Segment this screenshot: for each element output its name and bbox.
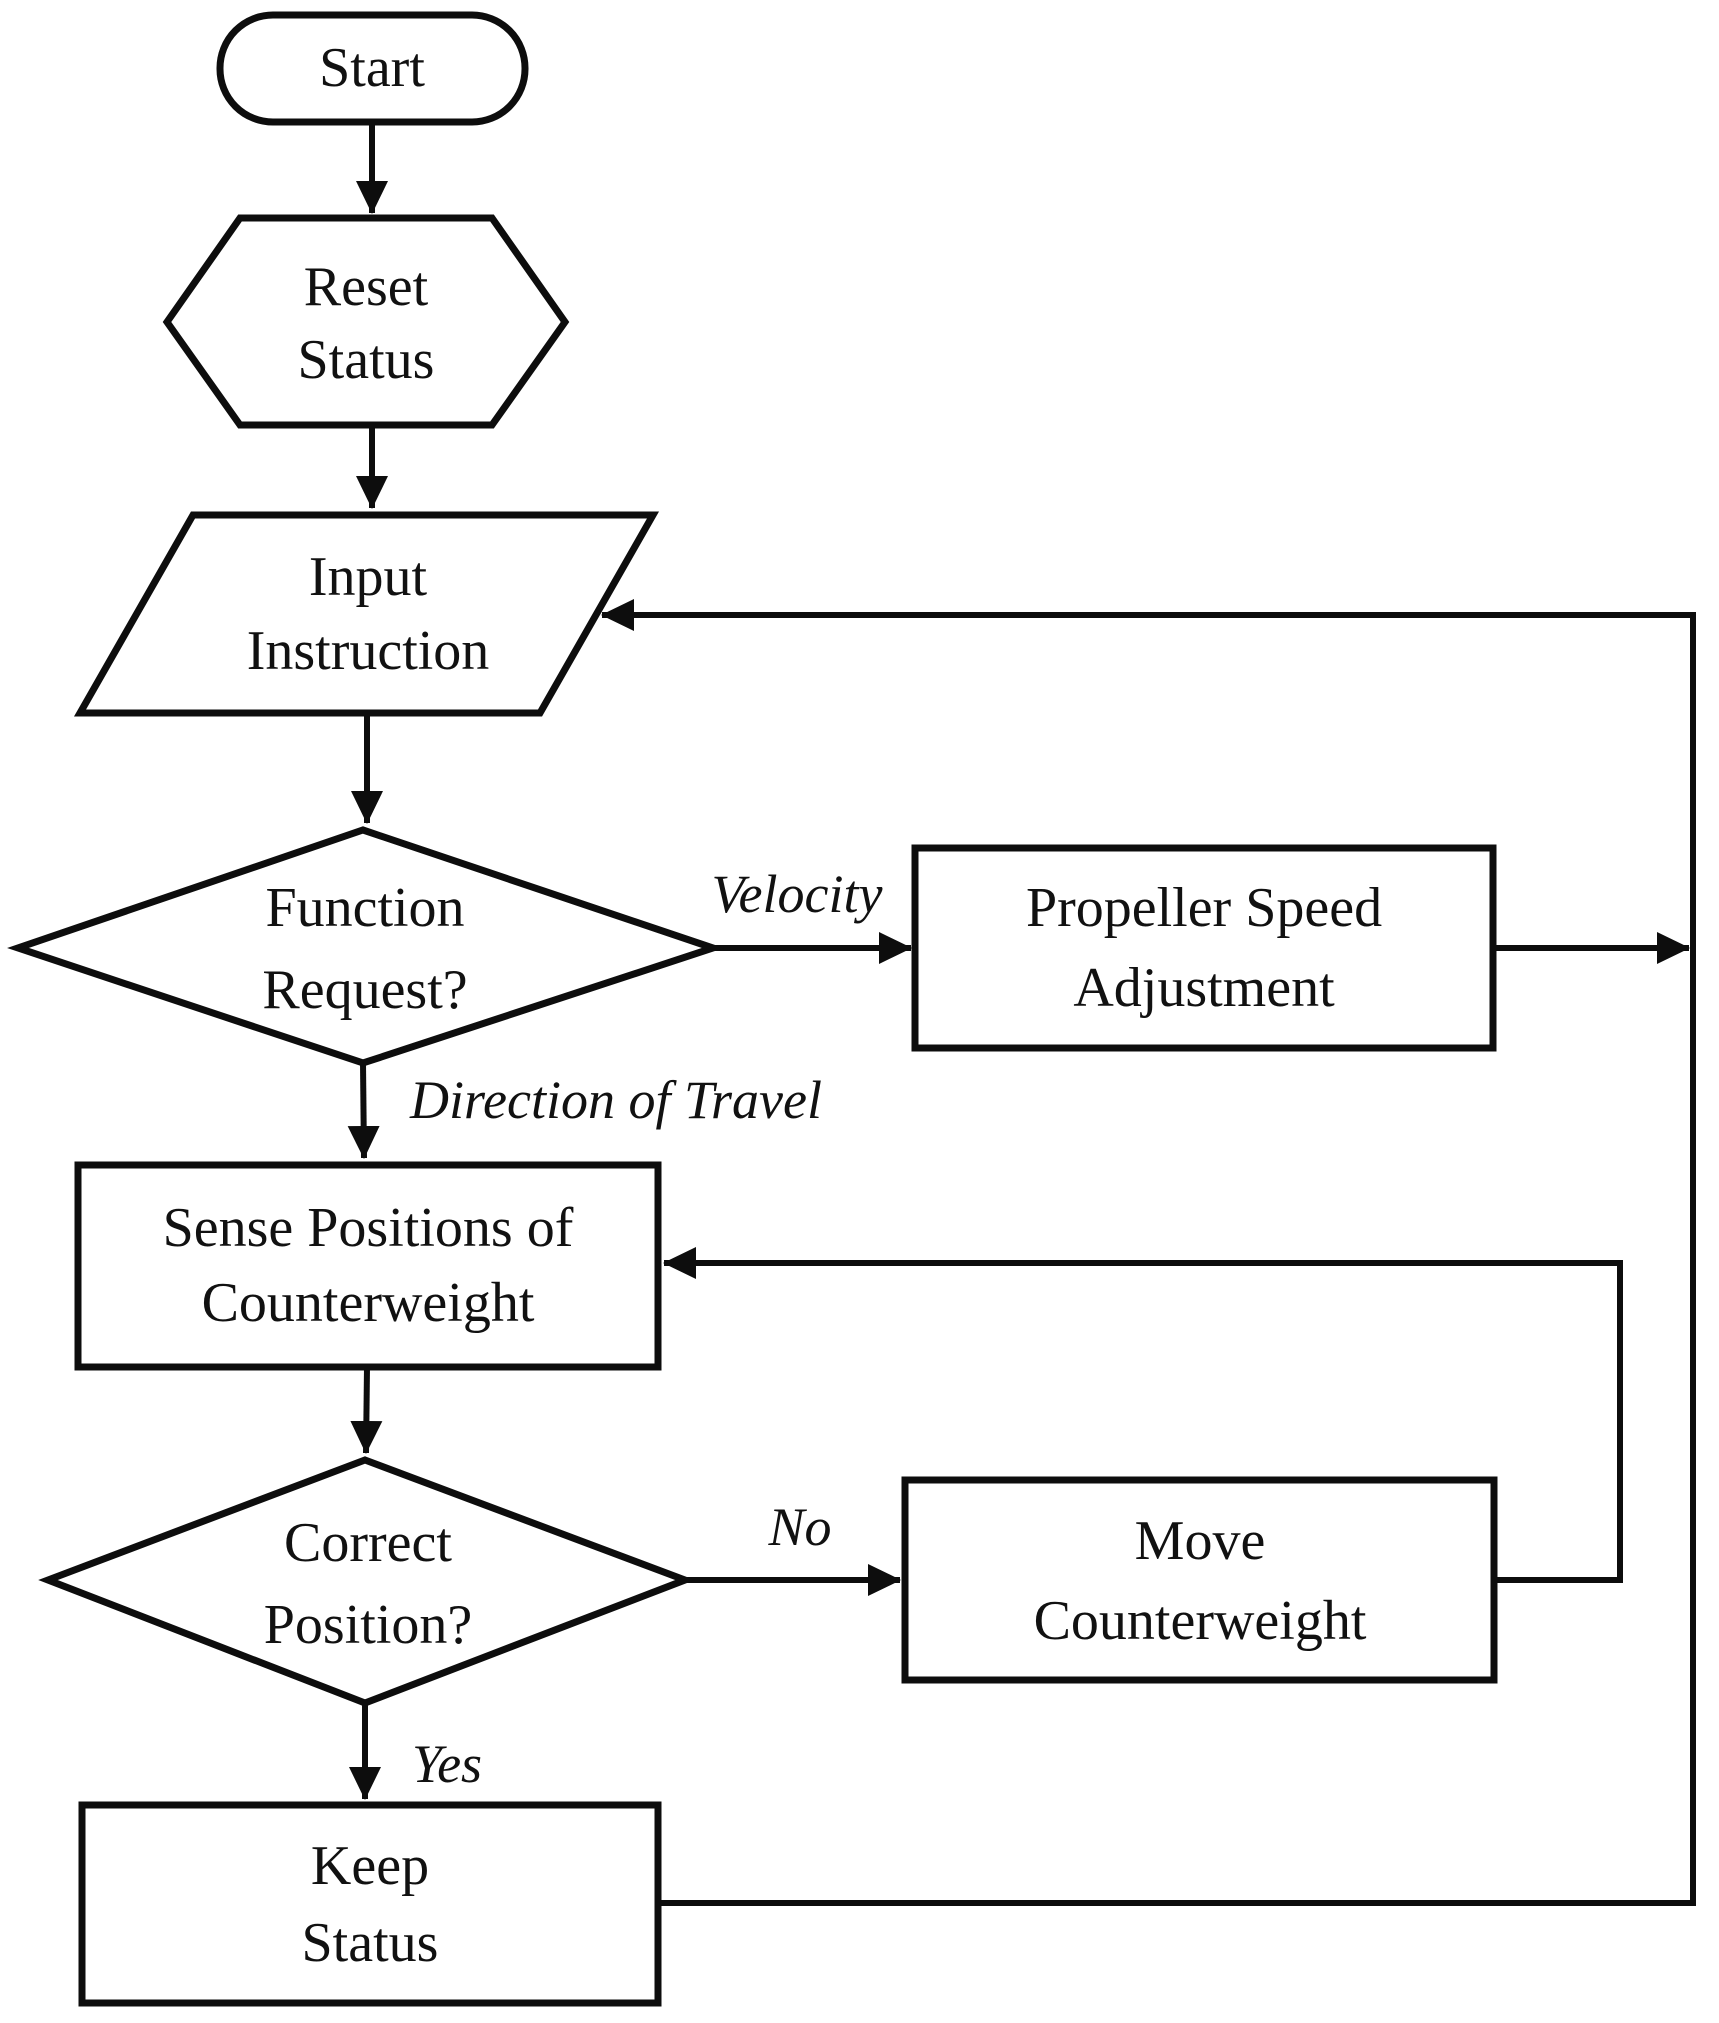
correct-position-diamond — [38, 1456, 695, 1707]
sense-positions-label-line1: Sense Positions of — [163, 1197, 574, 1259]
propeller-speed-label-line2: Adjustment — [1073, 957, 1335, 1019]
correct-position-label-line1: Correct — [284, 1512, 452, 1574]
function-request-label-line1: Function — [265, 877, 464, 939]
move-counterweight-label-line2: Counterweight — [1034, 1590, 1367, 1652]
label-no: No — [767, 1497, 831, 1557]
keep-status-label-line2: Status — [302, 1912, 439, 1974]
edge-function-to-sense-direction — [347, 1062, 380, 1159]
propeller-speed-adjustment-box — [911, 844, 1497, 1052]
propeller-speed-label-line1: Propeller Speed — [1026, 877, 1382, 939]
function-request-label-line2: Request? — [262, 959, 467, 1021]
input-instruction-label-line2: Instruction — [247, 620, 490, 682]
input-instruction-parallelogram — [73, 511, 660, 717]
move-counterweight-label-line1: Move — [1135, 1510, 1266, 1572]
label-velocity: Velocity — [712, 864, 883, 924]
label-yes: Yes — [412, 1734, 482, 1794]
sense-positions-label-line2: Counterweight — [202, 1272, 535, 1334]
edge-keep-loop-to-input — [601, 599, 1696, 1906]
reset-status-hexagon — [162, 214, 570, 429]
correct-position-label-line2: Position? — [264, 1594, 472, 1656]
keep-status-label-line1: Keep — [311, 1835, 429, 1897]
sense-positions-box — [74, 1161, 662, 1371]
function-request-diamond — [7, 826, 725, 1067]
keep-status-box — [78, 1801, 662, 2007]
start-label: Start — [319, 37, 425, 99]
label-direction-of-travel: Direction of Travel — [409, 1070, 822, 1130]
reset-status-label-line2: Status — [298, 329, 435, 391]
move-counterweight-box — [901, 1476, 1498, 1684]
reset-status-label-line1: Reset — [304, 256, 429, 318]
start-terminator — [216, 11, 529, 126]
edge-sense-to-correct — [350, 1366, 383, 1454]
input-instruction-label-line1: Input — [309, 546, 428, 608]
edge-move-feedback-to-sense — [663, 1247, 1623, 1583]
